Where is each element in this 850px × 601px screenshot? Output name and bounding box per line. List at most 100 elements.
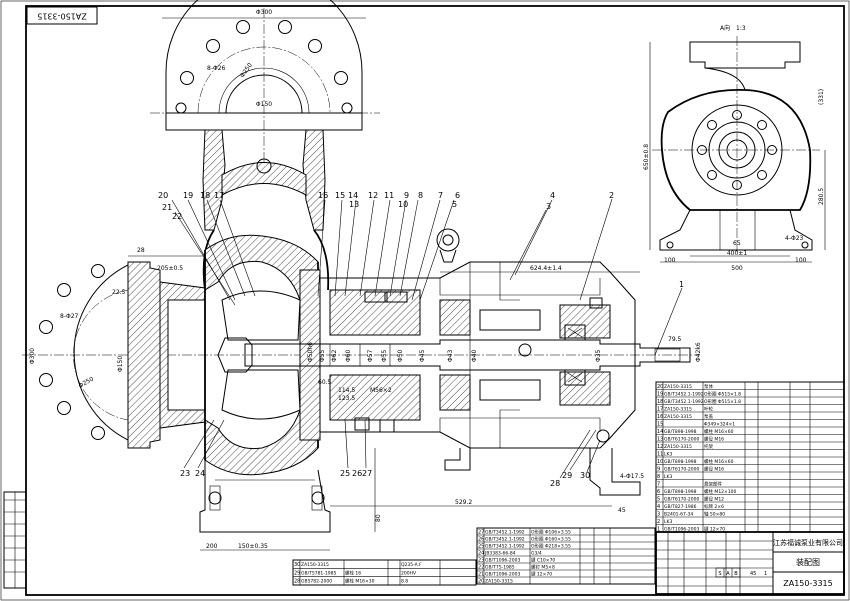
side-dim-500: 500 bbox=[731, 265, 743, 272]
top-flange-dia: Φ300 bbox=[256, 9, 272, 16]
bom-right-code: GB/T827-1986 bbox=[664, 504, 697, 510]
inner-label-7: Φ45 bbox=[419, 349, 426, 362]
bom-mid-code: GB/T3452.1-1992 bbox=[485, 544, 525, 550]
bom-mid-no: 24 bbox=[478, 551, 484, 557]
callout-16: 16 bbox=[318, 191, 328, 200]
bom-right-no: 20 bbox=[657, 384, 663, 390]
bom-right-code: GB/T898-1998 bbox=[664, 429, 697, 435]
side-dim-100a: 100 bbox=[664, 257, 676, 264]
side-dim-65: 65 bbox=[733, 240, 741, 247]
side-dim-331: (331) bbox=[818, 89, 825, 105]
side-view: A向 1:3 400±1 500 100 100 650±0.8 280.5 bbox=[643, 24, 826, 272]
bom-right-no: 16 bbox=[657, 414, 663, 420]
side-dim-100b: 100 bbox=[795, 257, 807, 264]
bom-right-code: GB/T1096-2003 bbox=[664, 527, 700, 533]
bearing-frame-section bbox=[319, 228, 641, 496]
bom-right-no: 13 bbox=[657, 437, 663, 443]
inner-label-10: Φ35 bbox=[595, 349, 602, 362]
top-bolts-label: 8-Φ26 bbox=[207, 65, 226, 72]
bom-right-name: O形圈 Φ515×1.8 bbox=[704, 391, 741, 398]
scale-mark-s: S bbox=[718, 571, 721, 577]
bom-right-code: LK3 bbox=[664, 519, 672, 525]
bom-right-name: 螺母 M12 bbox=[704, 496, 724, 503]
bom-right-name: Φ349×324×1 bbox=[704, 422, 735, 428]
callout-13: 13 bbox=[349, 200, 359, 209]
inner-label-13: 123.5 bbox=[338, 395, 355, 402]
callout-9: 9 bbox=[404, 191, 409, 200]
bom-right-no: 17 bbox=[657, 407, 663, 413]
callout-24: 24 bbox=[195, 469, 205, 478]
discharge-neck-section bbox=[202, 129, 330, 291]
callout-11: 11 bbox=[384, 191, 394, 200]
bom-right-name: 泵盖 bbox=[704, 413, 713, 420]
callout-leaders bbox=[171, 198, 683, 479]
inner-label-5: Φ55 bbox=[381, 349, 388, 362]
company-name: 江苏福诚泵业有限公司 bbox=[773, 538, 843, 547]
dim-frame-len: 624.4±1.4 bbox=[530, 265, 562, 272]
bom-right-no: 12 bbox=[657, 444, 663, 450]
side-dim-400: 400±1 bbox=[727, 250, 747, 257]
bom-right-code: GB/T898-1998 bbox=[664, 489, 697, 495]
scale-mark-b: B bbox=[734, 571, 738, 577]
bom-right-no: 7 bbox=[657, 482, 660, 488]
callout-14: 14 bbox=[348, 191, 358, 200]
bom-right-no: 2 bbox=[657, 519, 660, 525]
bom-mid-code: GB/T1096-2003 bbox=[485, 572, 521, 578]
callout-7: 7 bbox=[438, 191, 443, 200]
bom-mid-name: O形圈 Φ160×3.55 bbox=[531, 536, 571, 543]
bom-right-no: 10 bbox=[657, 459, 663, 465]
dim-795: 79.5 bbox=[668, 336, 682, 343]
callout-27: 27 bbox=[362, 469, 372, 478]
inner-label-0: Φ50h6 bbox=[307, 342, 314, 362]
inner-label-9: Φ40 bbox=[471, 349, 478, 362]
callout-22: 22 bbox=[172, 212, 182, 221]
bom-mid-code: GB/T75-1985 bbox=[485, 565, 515, 571]
bom-left-code: ZA150-3315 bbox=[301, 562, 329, 568]
bom-mid-no: 23 bbox=[478, 558, 484, 564]
left-bolts-label: 8-Φ27 bbox=[60, 313, 79, 320]
bom-right-name: 键 12×70 bbox=[704, 526, 725, 533]
rotated-drawing-code: ZA150-3315 bbox=[37, 12, 86, 21]
left-flange-dia: Φ300 bbox=[29, 348, 36, 364]
bom-right-no: 8 bbox=[657, 474, 660, 480]
dim-80: 80 bbox=[375, 514, 382, 522]
inner-label-1: Φ55 bbox=[319, 349, 326, 362]
callout-4: 4 bbox=[550, 191, 555, 200]
main-dimensions: 205±0.5 28 22.5 624.4±1.4 79.5 Φ42k6 529… bbox=[112, 247, 702, 551]
title-no: 1 bbox=[764, 571, 767, 577]
left-pcd-label: Φ250 bbox=[78, 375, 96, 389]
dim-suction-len: 205±0.5 bbox=[157, 265, 183, 272]
callout-8: 8 bbox=[418, 191, 423, 200]
bom-right-name: 标牌 2×6 bbox=[704, 503, 724, 510]
bom-right-code: GB/T3452.1-1992 bbox=[664, 399, 704, 405]
bom-mid-code: GB/T1096-2003 bbox=[485, 558, 521, 564]
dim-foot-45: 45 bbox=[618, 507, 626, 514]
inner-label-2: Φ62 bbox=[331, 349, 338, 362]
bom-right-no: 15 bbox=[657, 422, 663, 428]
bom-right-name: O形圈 Φ515×1.8 bbox=[704, 398, 741, 405]
title-block: S A B 45 1 江苏福诚泵业有限公司 装配图 ZA150-3315 bbox=[655, 531, 845, 595]
inner-label-4: Φ57 bbox=[367, 349, 374, 362]
inner-label-12: 114.5 bbox=[338, 387, 355, 394]
bom-mid-name: 键 12×70 bbox=[531, 571, 552, 578]
bom-right-no: 19 bbox=[657, 392, 663, 398]
scale-mark-a: A bbox=[726, 571, 730, 577]
bom-right-name: 托架 bbox=[704, 443, 713, 450]
callout-20: 20 bbox=[158, 191, 168, 200]
bom-left-table bbox=[292, 559, 477, 586]
pump-casing-section bbox=[127, 234, 331, 533]
side-view-label: A向 bbox=[720, 24, 730, 32]
callout-29: 29 bbox=[562, 471, 572, 480]
dim-suction-28: 28 bbox=[137, 247, 145, 254]
bom-left-no: 28 bbox=[294, 579, 300, 585]
title-weight: 45 bbox=[750, 571, 756, 577]
callout-28: 28 bbox=[550, 479, 560, 488]
bom-right-no: 5 bbox=[657, 497, 660, 503]
inner-label-8: Φ43 bbox=[447, 349, 454, 362]
callout-1: 1 bbox=[679, 280, 684, 289]
bom-right-no: 1 bbox=[657, 527, 660, 533]
callout-23: 23 bbox=[180, 469, 190, 478]
